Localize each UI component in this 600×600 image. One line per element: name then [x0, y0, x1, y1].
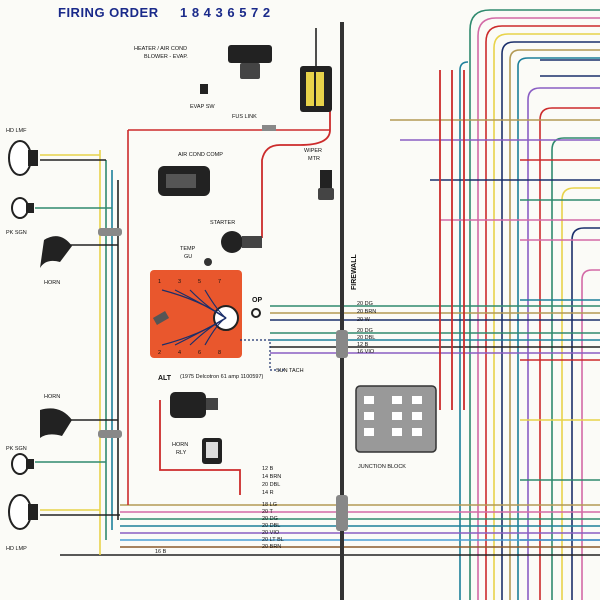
starter [221, 231, 262, 253]
diagram-title: FIRING ORDER [58, 5, 159, 20]
firewall: FIREWALL [336, 22, 358, 600]
wire-label: 20 DBL [262, 523, 280, 529]
cyl-num-8: 8 [218, 350, 221, 356]
wiper-motor [318, 170, 334, 200]
harness-gauge-label: 16 B [155, 549, 167, 555]
wire-label: 20 DBL [357, 335, 375, 341]
horn-bottom [40, 408, 72, 438]
wire-label: 20 BRN [262, 544, 281, 550]
hd-lmp-label: HD LMP [6, 546, 27, 552]
horn-relay [202, 438, 222, 464]
temp-label-1: TEMP [180, 246, 196, 252]
wire-label: 12 B [357, 342, 369, 348]
wire-label: 14 BRN [262, 474, 281, 480]
wire-label: 20 LT BL [262, 537, 284, 543]
park-signal-bottom [11, 453, 34, 475]
wire-label: 20 W [357, 317, 371, 323]
wire-label: 18 LG [262, 502, 277, 508]
cyl-num-5: 5 [198, 279, 201, 285]
wire-label: 20 BRN [357, 309, 376, 315]
pk-sgn-top-label: PK SGN [6, 230, 27, 236]
headlamp-bottom [8, 494, 38, 530]
junction-block [355, 385, 437, 453]
harness-connector-top [98, 228, 122, 236]
mid-wire-labels: 20 DG 20 BRN 20 W 20 DG 20 DBL 12 B 16 V… [357, 301, 376, 355]
alt-note: (1975 Delcotron 61 amp 1100597) [180, 374, 264, 380]
engine-block: 1 3 5 7 2 4 6 8 [150, 270, 242, 358]
wire-label: 14 R [262, 490, 274, 496]
cyl-num-3: 3 [178, 279, 181, 285]
horn-top [40, 236, 72, 268]
cyl-num-4: 4 [178, 350, 181, 356]
pk-sgn-bottom-label: PK SGN [6, 446, 27, 452]
wire-label: 20 DBL [262, 482, 280, 488]
blower-motor: HEATER / AIR COND BLOWER - EVAP. [134, 45, 272, 79]
fus-link-label: FUS LINK [232, 114, 257, 120]
red-wires [159, 70, 465, 495]
main-harness-runs [60, 305, 600, 556]
fusible-link [262, 125, 276, 131]
op-label: OP [252, 297, 262, 304]
cyl-num-1: 1 [158, 279, 161, 285]
park-signal-top [11, 197, 34, 219]
sun-tach-lead [240, 339, 285, 371]
ac-comp-label: AIR COND COMP [178, 152, 223, 158]
junction-block-label: JUNCTION BLOCK [358, 464, 406, 470]
alternator [170, 392, 218, 418]
wire-label: 20 DG [262, 516, 278, 522]
horn-relay-label-1: HORN [172, 442, 188, 448]
horn-top-label: HORN [44, 280, 60, 286]
blower-label-2: BLOWER - EVAP. [144, 54, 188, 60]
wire-label: 12 B [262, 466, 274, 472]
alt-label: ALT [158, 375, 172, 382]
cyl-num-7: 7 [218, 279, 221, 285]
horn-relay-label-2: RLY [176, 450, 187, 456]
evap-switch [200, 84, 208, 94]
wire-label: 20 T [262, 509, 274, 515]
temp-gauge-sender [204, 258, 212, 266]
firing-order-sequence: 1 8 4 3 6 5 7 2 [180, 5, 271, 20]
wire-label: 20 DG [357, 328, 373, 334]
evap-sw-label: EVAP SW [190, 104, 215, 110]
blower-label-1: HEATER / AIR COND [134, 46, 187, 52]
bottom-wire-labels: 12 B 14 BRN 20 DBL 14 R 18 LG 20 T 20 DG… [155, 466, 284, 555]
wire-label: 16 VIO [357, 349, 375, 355]
sun-tach-label: SUN TACH [276, 368, 304, 374]
cyl-num-6: 6 [198, 350, 201, 356]
wiper-label-2: MTR [308, 156, 320, 162]
firewall-label: FIREWALL [351, 254, 358, 290]
starter-label: STARTER [210, 220, 235, 226]
harness-connector-bottom [98, 430, 122, 438]
horn-bottom-label: HORN [44, 394, 60, 400]
wiper-label-1: WIPER [304, 148, 322, 154]
headlamp-top [8, 140, 38, 176]
cyl-num-2: 2 [158, 350, 161, 356]
fuse-block [300, 28, 332, 112]
wire-label: 20 VIO [262, 530, 280, 536]
oil-pressure-sender [251, 308, 261, 318]
wire-label: 20 DG [357, 301, 373, 307]
right-wire-bundle [390, 9, 600, 600]
ac-compressor [158, 166, 210, 196]
hd-lmf-label: HD LMF [6, 128, 27, 134]
temp-label-2: GU [184, 254, 192, 260]
